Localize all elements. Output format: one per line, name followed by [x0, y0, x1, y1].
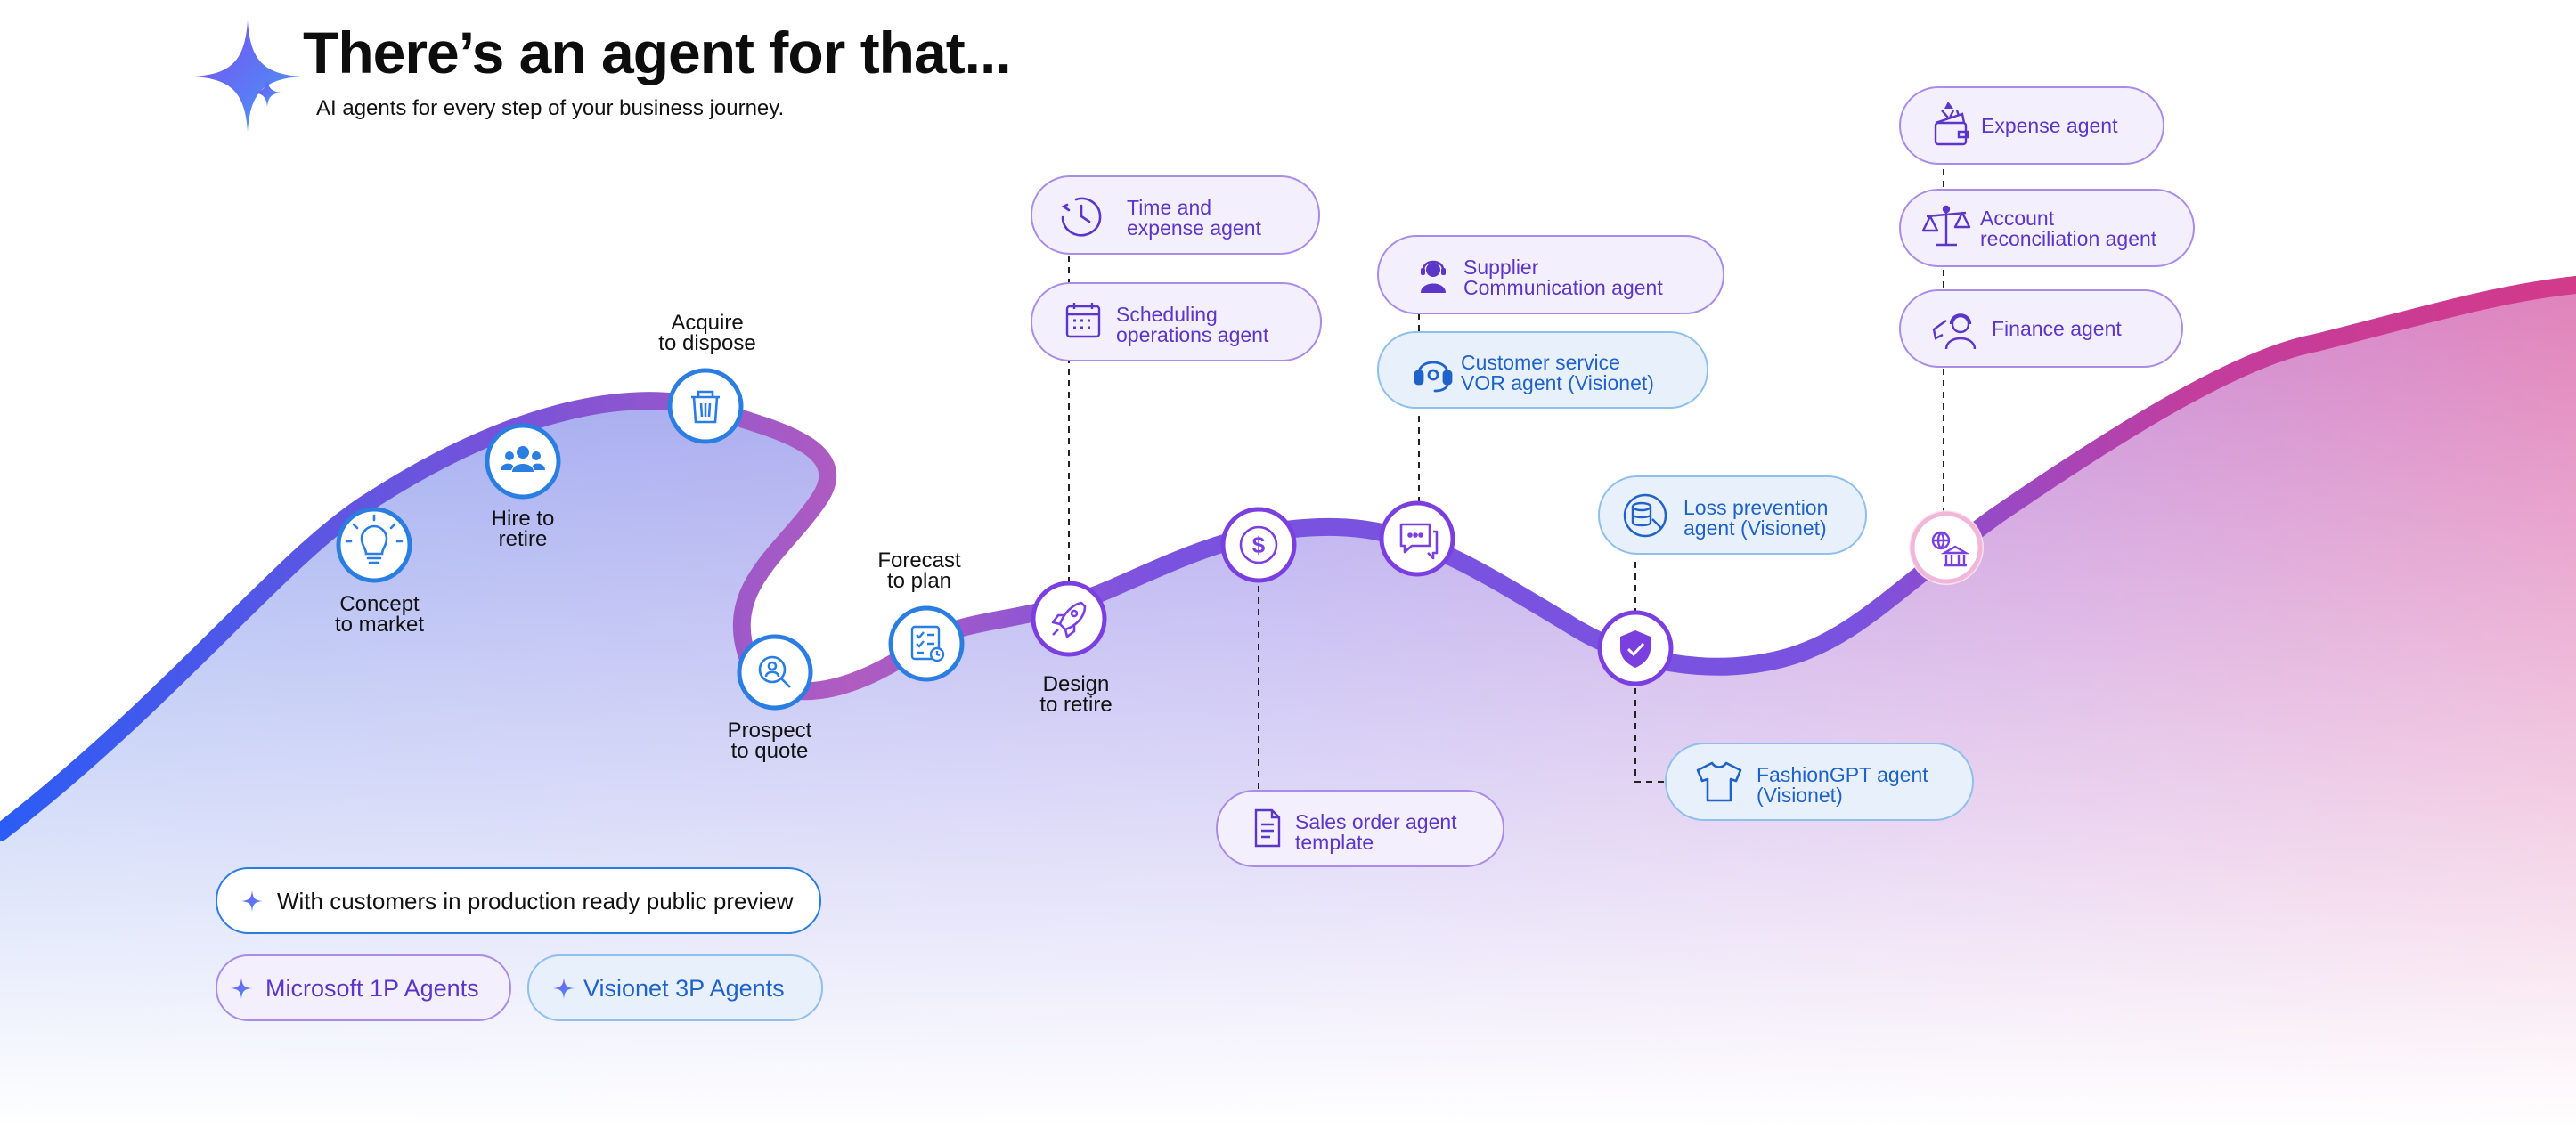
- stage-finance[interactable]: [1909, 510, 1984, 585]
- agent-loss-prevention[interactable]: Loss prevention agent (Visionet): [1598, 475, 1867, 555]
- agent-reconciliation[interactable]: Account reconciliation agent: [1899, 189, 2195, 267]
- agent-loss-prevention-line1: Loss prevention: [1683, 496, 1828, 519]
- agent-supplier[interactable]: Supplier Communication agent: [1377, 235, 1724, 314]
- bank-globe-icon: [1931, 531, 1970, 567]
- support-person-icon: [1932, 313, 1977, 350]
- legend-first-party: Microsoft 1P Agents: [216, 954, 511, 1021]
- stage-prospect[interactable]: Prospect to quote: [728, 634, 813, 763]
- people-icon: [501, 446, 545, 472]
- page-subtitle: AI agents for every step of your busines…: [316, 96, 784, 120]
- clock-icon: [1061, 197, 1102, 237]
- stage-label-forecast-2: to plan: [887, 569, 951, 593]
- agent-time-expense-line2: expense agent: [1127, 216, 1262, 240]
- stage-sales[interactable]: $: [1220, 507, 1297, 583]
- document-icon: [1254, 808, 1281, 848]
- sparkle-icon: [231, 978, 252, 999]
- calendar-icon: [1065, 303, 1101, 338]
- agent-customer-service[interactable]: Customer service VOR agent (Visionet): [1377, 331, 1708, 409]
- legend-first-party-label: Microsoft 1P Agents: [265, 975, 479, 1002]
- agent-time-expense-line1: Time and: [1127, 196, 1211, 219]
- stage-label-hire-2: retire: [499, 527, 548, 551]
- tshirt-icon: [1696, 761, 1742, 802]
- stage-forecast[interactable]: Forecast to plan: [877, 548, 965, 682]
- scales-icon: [1921, 205, 1971, 247]
- search-person-icon: [758, 655, 791, 688]
- dollar-icon: $: [1239, 525, 1278, 564]
- agent-loss-prevention-line2: agent (Visionet): [1683, 516, 1827, 540]
- trash-bin-icon: [691, 390, 720, 424]
- page-title: There’s an agent for that...: [303, 20, 1011, 85]
- stage-acquire[interactable]: Acquire to dispose: [658, 311, 756, 444]
- agent-scheduling-line2: operations agent: [1116, 323, 1269, 346]
- legend-third-party: Visionet 3P Agents: [527, 954, 823, 1021]
- chat-icon: [1399, 523, 1439, 560]
- stage-loss[interactable]: [1597, 610, 1674, 686]
- shield-check-icon: [1620, 630, 1651, 668]
- agent-scheduling[interactable]: Scheduling operations agent: [1031, 282, 1322, 361]
- svg-text:$: $: [1252, 532, 1266, 558]
- stage-label-forecast-1: Forecast: [877, 548, 961, 573]
- sparkle-logo-icon: [194, 20, 301, 132]
- stage-nodes: Concept to market Hire to retire: [335, 311, 1984, 763]
- stage-label-acquire-1: Acquire: [671, 311, 743, 335]
- wallet-icon: [1934, 102, 1969, 146]
- legend-preview: With customers in production ready publi…: [216, 867, 821, 934]
- agent-customer-service-line2: VOR agent (Visionet): [1461, 371, 1654, 394]
- agent-pills: Time and expense agent Scheduling operat…: [1031, 86, 2195, 867]
- agent-supplier-line2: Communication agent: [1463, 276, 1663, 299]
- agent-scheduling-line1: Scheduling: [1116, 303, 1218, 326]
- legend-preview-label: With customers in production ready publi…: [277, 888, 794, 914]
- database-icon: [1623, 493, 1667, 538]
- support-person-icon: [1421, 260, 1446, 293]
- stage-label-design-2: to retire: [1039, 693, 1112, 717]
- agent-reconciliation-line2: reconciliation agent: [1980, 227, 2157, 250]
- agent-fashiongpt-line2: (Visionet): [1757, 784, 1843, 807]
- agent-supplier-line1: Supplier: [1463, 256, 1539, 279]
- agent-sales-order[interactable]: Sales order agent template: [1216, 790, 1504, 867]
- sparkle-icon: [241, 890, 263, 912]
- agent-finance[interactable]: Finance agent: [1899, 289, 2183, 368]
- stage-label-concept-1: Concept: [339, 592, 420, 616]
- stage-hire[interactable]: Hire to retire: [485, 423, 561, 551]
- stage-design[interactable]: Design to retire: [1031, 581, 1113, 717]
- agent-finance-line1: Finance agent: [1992, 317, 2122, 340]
- journey-path: [0, 276, 2576, 841]
- stage-label-acquire-2: to dispose: [658, 331, 755, 355]
- agent-time-expense[interactable]: Time and expense agent: [1031, 175, 1320, 255]
- agent-customer-service-line1: Customer service: [1461, 351, 1620, 374]
- agent-sales-order-line1: Sales order agent: [1295, 810, 1457, 833]
- agent-reconciliation-line1: Account: [1980, 207, 2055, 230]
- legend-third-party-label: Visionet 3P Agents: [583, 975, 785, 1002]
- agent-fashiongpt[interactable]: FashionGPT agent (Visionet): [1665, 743, 1974, 821]
- legend: With customers in production ready publi…: [216, 867, 823, 1021]
- headset-icon: [1414, 361, 1453, 393]
- stage-label-hire-1: Hire to: [492, 507, 555, 531]
- checklist-icon: [910, 625, 945, 662]
- agent-expense[interactable]: Expense agent: [1899, 86, 2164, 165]
- header: There’s an agent for that... AI agents f…: [194, 20, 1012, 132]
- stage-service[interactable]: [1379, 500, 1455, 577]
- stage-label-concept-2: to market: [335, 613, 424, 637]
- agent-sales-order-line2: template: [1295, 831, 1374, 854]
- stage-label-prospect-1: Prospect: [728, 719, 812, 743]
- agent-fashiongpt-line1: FashionGPT agent: [1757, 763, 1928, 786]
- stage-label-prospect-2: to quote: [731, 739, 809, 763]
- stage-label-design-1: Design: [1043, 672, 1110, 696]
- lightbulb-icon: [345, 514, 404, 564]
- sparkle-icon: [553, 978, 575, 999]
- rocket-icon: [1051, 601, 1087, 638]
- agent-expense-line1: Expense agent: [1981, 114, 2118, 137]
- stage-concept[interactable]: Concept to market: [335, 507, 424, 637]
